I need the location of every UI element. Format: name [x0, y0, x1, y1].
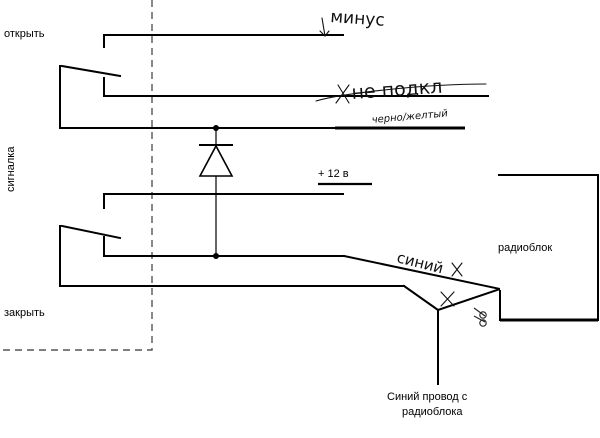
common-wire-top [59, 65, 345, 129]
blue-wire [342, 254, 502, 291]
open-label: открыть [4, 28, 45, 40]
scissors-icon [473, 307, 487, 327]
blue-wire-caption-line1: Синий провод с [387, 391, 468, 403]
not-in-use-annotation: не подкл [315, 76, 487, 104]
blue-wire-caption-line2: радиоблока [402, 406, 463, 418]
plus12-label: + 12 в [318, 168, 349, 180]
open-relay [59, 34, 489, 129]
common-wire-bottom [59, 225, 405, 287]
nc-wire-bottom [103, 236, 345, 257]
cut-mark-close [440, 291, 455, 307]
radio-block-label: радиоблок [498, 242, 552, 254]
diode-icon [198, 125, 234, 259]
not-in-use-handwriting: не подкл [351, 76, 443, 104]
close-wire-to-radio [402, 284, 502, 312]
relay-contact-bottom [60, 224, 122, 240]
minus-annotation: минус [319, 7, 386, 37]
alarm-unit-outline [0, 0, 153, 351]
black-yellow-handwriting: черно/желтый [371, 108, 448, 126]
cut-mark-blue [451, 262, 463, 277]
relay-contact-top [60, 64, 122, 78]
close-label: закрыть [4, 307, 45, 319]
alarm-label: сигналка [5, 146, 17, 192]
nc-wire-top [103, 77, 489, 97]
minus-wire [103, 34, 344, 48]
close-relay [59, 193, 405, 287]
minus-handwriting: минус [330, 7, 386, 31]
